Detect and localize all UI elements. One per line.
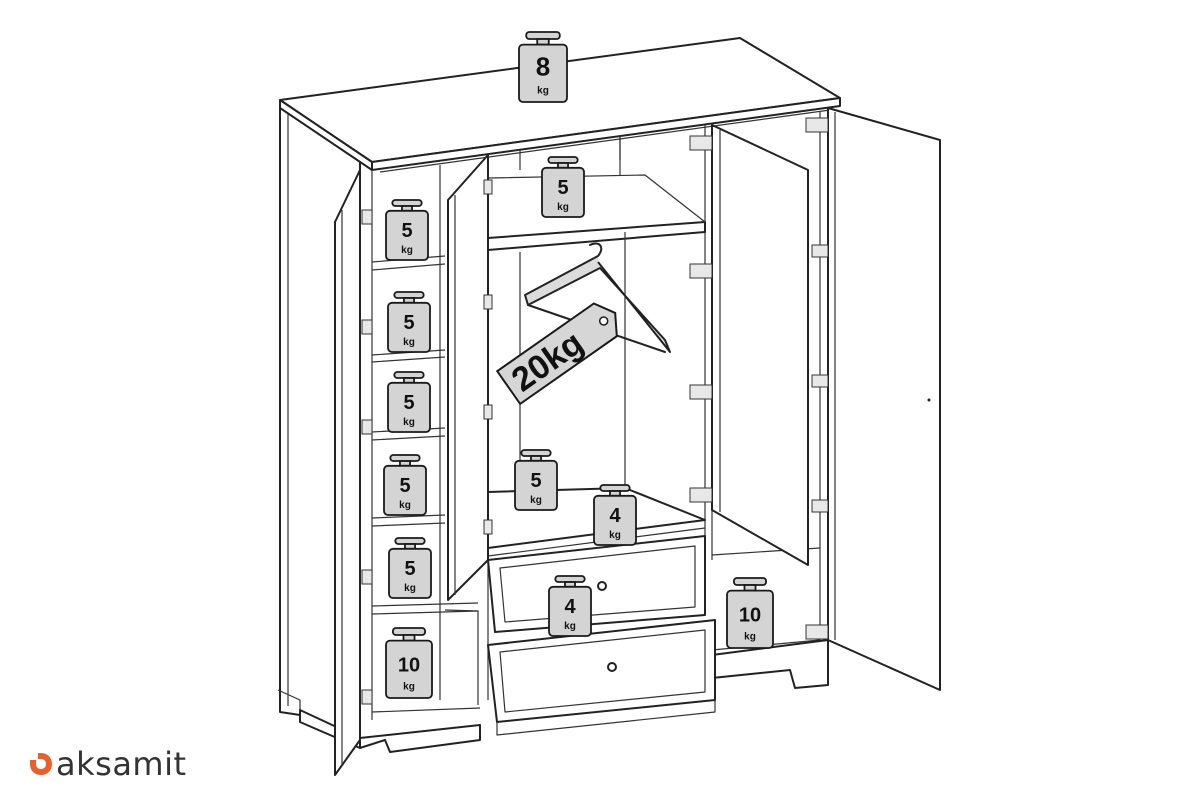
weight-body: [387, 381, 431, 433]
weight-unit: kg: [557, 202, 569, 213]
weight-handle: [394, 537, 426, 545]
weight-value: 5: [401, 220, 412, 242]
aksamit-logo-icon: [30, 753, 52, 775]
right-outer-door: [827, 107, 941, 691]
weight-value: 5: [399, 475, 410, 497]
weight-unit: kg: [403, 417, 415, 428]
weight-badge-upper-drawer-top: 4 kg: [593, 484, 637, 546]
left-outer-door: [334, 169, 361, 776]
weight-unit: kg: [401, 245, 413, 256]
weight-value: 4: [564, 596, 576, 618]
weight-body: [514, 459, 558, 511]
weight-body: [541, 166, 585, 218]
weight-badge-left-shelf-3: 5 kg: [387, 371, 431, 433]
weight-unit: kg: [609, 530, 621, 541]
weight-body: [388, 547, 432, 599]
upper-drawer: [487, 535, 706, 633]
hinges: [361, 117, 829, 705]
weight-unit: kg: [537, 86, 549, 97]
weight-body: [385, 209, 429, 261]
weight-handle: [554, 575, 586, 583]
brand-name: aksamit: [56, 745, 187, 783]
weight-body: [387, 301, 431, 353]
weight-body: [383, 464, 427, 516]
weight-body: [385, 639, 433, 699]
weight-badge-left-shelf-2: 5 kg: [387, 291, 431, 353]
weight-unit: kg: [564, 621, 576, 632]
weight-value: 8: [536, 51, 550, 81]
wardrobe-illustration: [277, 37, 941, 776]
weight-body: [518, 43, 568, 103]
weight-unit: kg: [403, 682, 415, 693]
weight-badge-top: 8 kg: [518, 31, 568, 103]
brand-logo: aksamit: [28, 744, 187, 784]
weight-unit: kg: [403, 337, 415, 348]
hanger-icon: 20kg: [495, 242, 671, 406]
weight-value: 5: [404, 558, 415, 580]
weight-badge-right-bottom: 10 kg: [726, 577, 774, 649]
weight-value: 10: [739, 604, 761, 626]
weight-value: 5: [403, 392, 414, 414]
weight-badge-upper-middle-shelf: 5 kg: [541, 156, 585, 218]
weight-body: [726, 589, 774, 649]
weight-badge-middle-floor: 5 kg: [514, 449, 558, 511]
weight-value: 5: [557, 177, 568, 199]
weight-badge-left-shelf-1: 5 kg: [385, 199, 429, 261]
left-inner-door: [447, 154, 489, 601]
weight-unit: kg: [399, 500, 411, 511]
weight-handle: [391, 627, 426, 636]
lower-drawer: [487, 619, 716, 723]
weight-handle: [525, 31, 561, 40]
weight-badge-left-shelf-5: 5 kg: [388, 537, 432, 599]
weight-badge-left-shelf-4: 5 kg: [383, 454, 427, 516]
weight-value: 10: [398, 654, 420, 676]
weight-body: [593, 494, 637, 546]
weight-handle: [733, 577, 768, 586]
middle-right-door: [711, 124, 809, 566]
weight-value: 5: [530, 470, 541, 492]
weight-body: [548, 585, 592, 637]
weight-value: 5: [403, 312, 414, 334]
weight-value: 4: [609, 505, 621, 527]
weight-unit: kg: [744, 632, 756, 643]
weight-unit: kg: [530, 495, 542, 506]
weight-badge-left-bottom: 10 kg: [385, 627, 433, 699]
weight-badges: 8 kg 5 kg 5 kg 5 kg 5 kg 5 kg 5 kg 10 kg 5 kg 4 kg 4 kg 10 kg: [383, 31, 774, 699]
weight-unit: kg: [404, 583, 416, 594]
weight-badge-upper-drawer: 4 kg: [548, 575, 592, 637]
